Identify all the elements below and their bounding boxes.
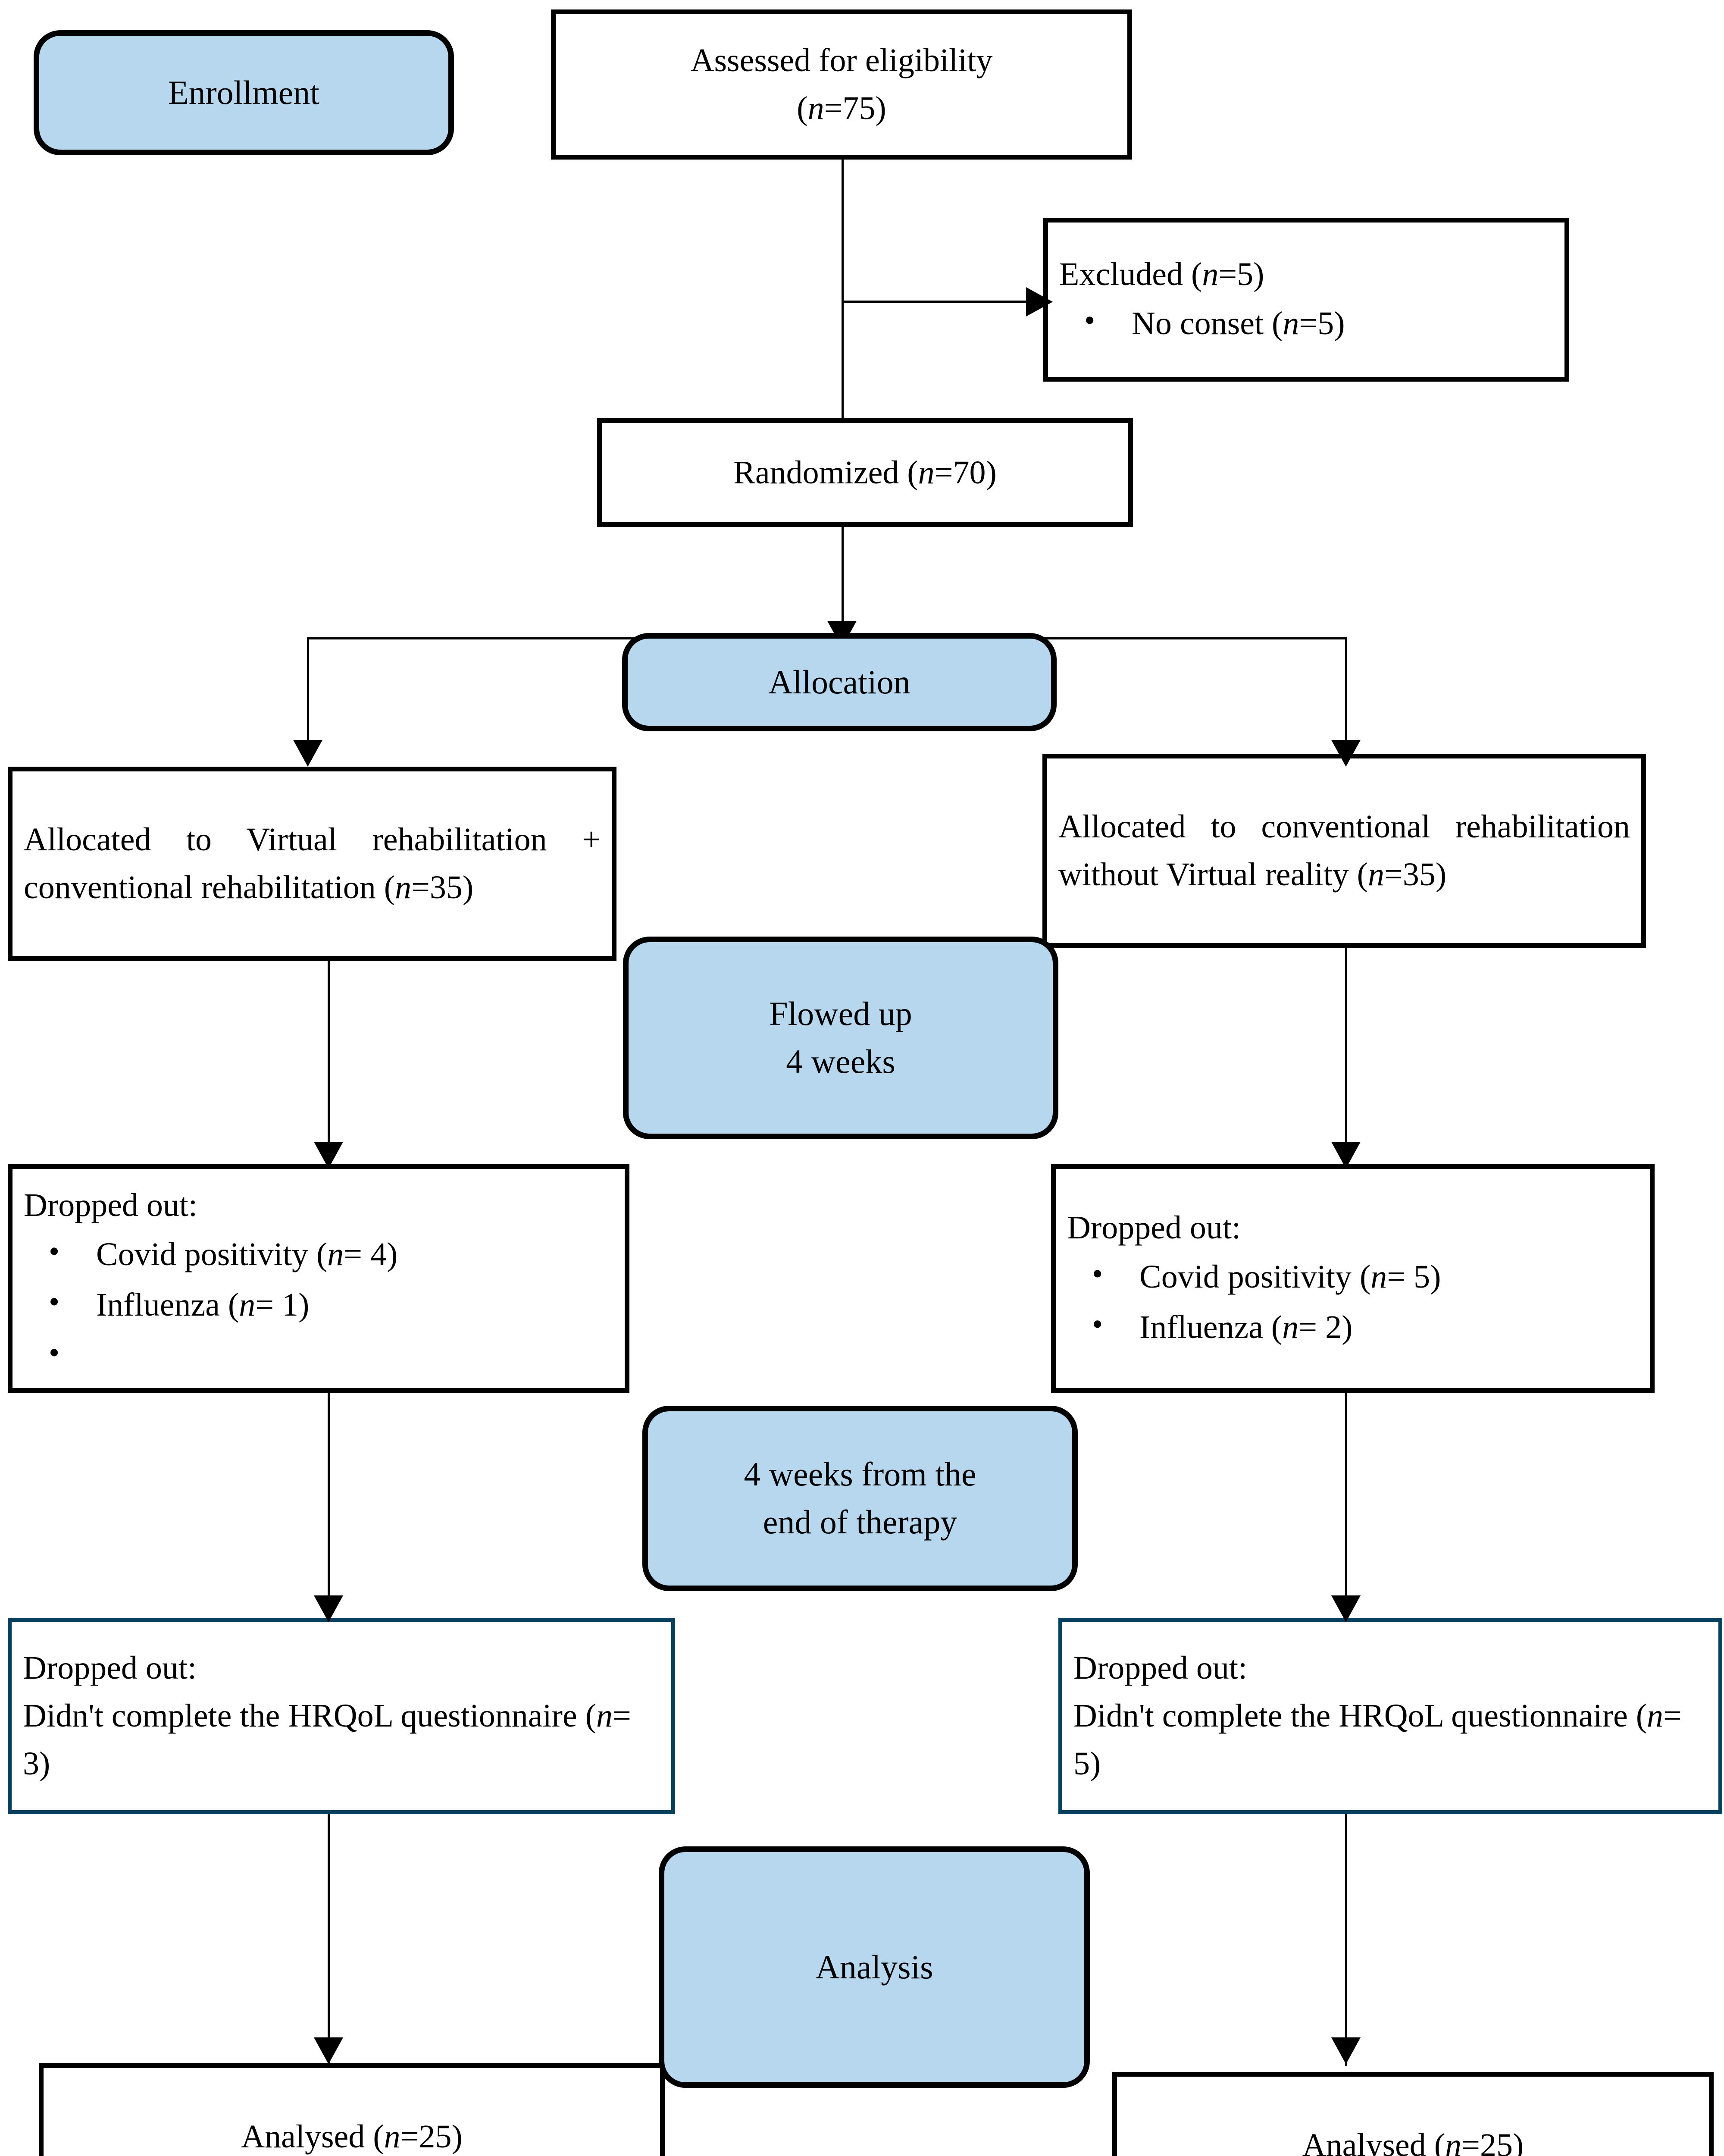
node-assessed-for-eligibility: Assessed for eligibility (n=75) <box>551 9 1132 160</box>
node-hrqol-right-body: Didn't complete the HRQoL questionnaire … <box>1073 1698 1682 1782</box>
node-analysed-left: Analysed (n=25) <box>39 2063 665 2156</box>
node-excluded-heading: Excluded (n=5) <box>1059 256 1264 292</box>
node-dropout-right-text: Dropped out: Covid positivity (n= 5) Inf… <box>1056 1204 1650 1354</box>
node-dropout-left-text: Dropped out: Covid positivity (n= 4) Inf… <box>13 1181 625 1377</box>
node-assessed-line2: (n=75) <box>797 90 886 126</box>
stage-badge-enrollment: Enrollment <box>34 30 454 155</box>
node-analysed-right: Analysed (n=25) <box>1112 2072 1714 2156</box>
arrow-to-hrqol-left-icon <box>314 1595 343 1622</box>
connector-alloc-left-to-dropout-left <box>328 961 330 1155</box>
node-hrqol-left-body: Didn't complete the HRQoL questionnaire … <box>23 1698 631 1782</box>
stage-badge-followup: Flowed up 4 weeks <box>623 937 1058 1139</box>
stage-badge-followup-label: Flowed up 4 weeks <box>629 990 1053 1086</box>
node-hrqol-right-text: Dropped out: Didn't complete the HRQoL q… <box>1062 1644 1718 1788</box>
node-hrqol-dropout-left: Dropped out: Didn't complete the HRQoL q… <box>8 1618 675 1814</box>
arrow-to-dropout-right-icon <box>1331 1142 1361 1169</box>
stage-badge-end-of-therapy-label: 4 weeks from the end of therapy <box>648 1451 1072 1546</box>
arrow-to-analysed-right-icon <box>1331 2037 1361 2064</box>
node-dropout-left-heading: Dropped out: <box>24 1187 198 1223</box>
stage-badge-followup-line1: Flowed up <box>769 995 912 1033</box>
list-item: Covid positivity (n= 5) <box>1092 1250 1639 1303</box>
connector-allocation-left-drop <box>307 637 309 752</box>
node-allocated-right-text: Allocated to conventional rehabilitation… <box>1058 808 1630 893</box>
node-excluded: Excluded (n=5) No conset (n=5) <box>1043 218 1569 382</box>
connector-randomized-to-allocation <box>842 527 844 626</box>
arrow-to-analysed-left-icon <box>314 2037 343 2064</box>
connector-allocation-right-drop <box>1345 637 1347 752</box>
node-allocated-left: Allocated to Virtual rehabilitation + co… <box>8 767 616 961</box>
node-hrqol-right-heading: Dropped out: <box>1073 1650 1248 1686</box>
node-randomized: Randomized (n=70) <box>597 418 1133 527</box>
node-dropout-left-bullets: Covid positivity (n= 4) Influenza (n= 1) <box>24 1228 613 1377</box>
stage-badge-end-of-therapy-line2: end of therapy <box>763 1503 957 1541</box>
arrow-to-dropout-left-icon <box>314 1142 343 1169</box>
node-hrqol-left-text: Dropped out: Didn't complete the HRQoL q… <box>12 1644 671 1788</box>
list-item: Influenza (n= 1) <box>49 1278 613 1331</box>
node-analysed-right-label: Analysed (n=25) <box>1302 2127 1524 2156</box>
stage-badge-enrollment-label: Enrollment <box>168 73 319 111</box>
node-excluded-bullets: No conset (n=5) <box>1059 297 1553 349</box>
stage-badge-followup-line2: 4 weeks <box>786 1043 895 1080</box>
node-assessed-text: Assessed for eligibility (n=75) <box>556 37 1127 132</box>
node-dropout-left: Dropped out: Covid positivity (n= 4) Inf… <box>8 1164 629 1393</box>
stage-badge-allocation: Allocation <box>622 633 1057 731</box>
list-item <box>49 1329 613 1377</box>
list-item: Influenza (n= 2) <box>1092 1300 1639 1353</box>
connector-dropout-left-to-hrqol-left <box>328 1393 330 1621</box>
node-dropout-right-bullets: Covid positivity (n= 5) Influenza (n= 2) <box>1067 1250 1639 1354</box>
node-hrqol-left-heading: Dropped out: <box>23 1650 197 1686</box>
connector-assessed-to-randomized <box>842 160 844 418</box>
node-analysed-left-label: Analysed (n=25) <box>241 2118 463 2155</box>
stage-badge-allocation-label: Allocation <box>768 663 910 701</box>
connector-assessed-to-excluded <box>842 301 1027 303</box>
arrow-to-alloc-right-icon <box>1331 740 1361 767</box>
arrow-to-hrqol-right-icon <box>1331 1595 1361 1622</box>
stage-badge-analysis-label: Analysis <box>815 1948 933 1986</box>
arrow-to-excluded-icon <box>1026 287 1053 317</box>
stage-badge-analysis: Analysis <box>659 1846 1090 2088</box>
node-excluded-text: Excluded (n=5) No conset (n=5) <box>1048 251 1564 349</box>
connector-alloc-right-to-dropout-right <box>1345 948 1347 1155</box>
connector-hrqol-right-to-analysed-right <box>1345 1814 1347 2066</box>
arrow-to-alloc-left-icon <box>293 740 322 767</box>
connector-dropout-right-to-hrqol-right <box>1345 1393 1347 1621</box>
stage-badge-end-of-therapy-line1: 4 weeks from the <box>744 1455 976 1493</box>
list-item: Covid positivity (n= 4) <box>49 1228 613 1280</box>
node-allocated-right: Allocated to conventional rehabilitation… <box>1042 754 1646 948</box>
node-randomized-label: Randomized (n=70) <box>733 454 997 491</box>
node-dropout-right-heading: Dropped out: <box>1067 1209 1241 1246</box>
node-allocated-left-text: Allocated to Virtual rehabilitation + co… <box>24 821 601 906</box>
node-hrqol-dropout-right: Dropped out: Didn't complete the HRQoL q… <box>1058 1618 1722 1814</box>
node-assessed-line1: Assessed for eligibility <box>690 42 993 79</box>
stage-badge-end-of-therapy: 4 weeks from the end of therapy <box>642 1406 1078 1591</box>
connector-hrqol-left-to-analysed-left <box>328 1814 330 2066</box>
list-item: No conset (n=5) <box>1084 297 1553 349</box>
node-dropout-right: Dropped out: Covid positivity (n= 5) Inf… <box>1051 1164 1655 1393</box>
